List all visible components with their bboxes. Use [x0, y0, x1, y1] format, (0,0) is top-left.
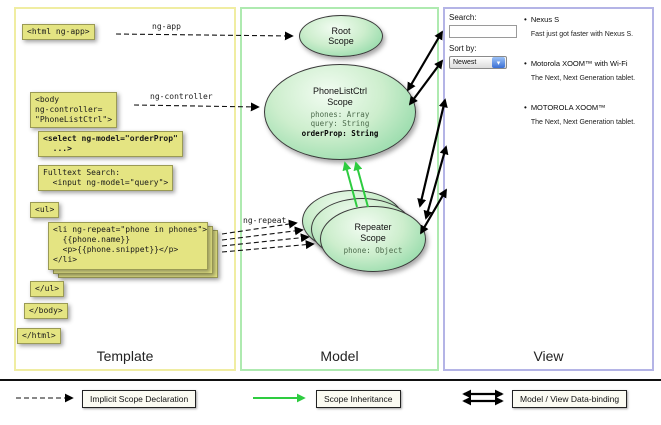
item-title: MOTOROLA XOOM™ — [530, 103, 606, 112]
code-li-repeat: <li ng-repeat="phone in phones"> {{phone… — [48, 222, 208, 270]
phonelistctrl-scope-ellipse: PhoneListCtrl Scope phones: Array query:… — [264, 64, 416, 160]
sort-selected-value: Newest — [453, 59, 477, 66]
code-fulltext-search: Fulltext Search: <input ng-model="query"… — [38, 165, 174, 191]
item-desc: Fast just got faster with Nexus S. — [530, 31, 634, 38]
ng-app-label: ng-app — [152, 22, 181, 31]
code-html-close: </html> — [17, 328, 61, 344]
legend-scope-inheritance-label: Scope Inheritance — [316, 390, 401, 408]
repeater-scope-prop: phone: Object — [343, 246, 403, 256]
view-column-label: View — [533, 348, 564, 364]
code-ul-close: </ul> — [30, 281, 65, 297]
legend-data-binding-label: Model / View Data-binding — [512, 390, 628, 408]
code-select: <select ng-model="orderProp" ...> — [38, 131, 183, 157]
repeater-scope-ellipse: Repeater Scope phone: Object — [320, 206, 426, 272]
root-scope-title: Root Scope — [328, 25, 354, 46]
search-label: Search: — [449, 13, 477, 22]
list-item: • Motorola XOOM™ with Wi-Fi The Next, Ne… — [524, 59, 654, 82]
bullet-icon: • — [524, 103, 527, 112]
ng-repeat-label: ng-repeat — [243, 216, 287, 225]
repeater-scope-title: Repeater Scope — [354, 222, 392, 243]
model-column-label: Model — [320, 348, 359, 364]
model-column: Model — [240, 7, 439, 371]
legend-implicit-scope-label: Implicit Scope Declaration — [82, 390, 197, 408]
bullet-icon: • — [524, 59, 527, 68]
legend-divider — [0, 379, 661, 381]
code-html-open: <html ng-app> — [22, 24, 95, 40]
item-desc: The Next, Next Generation tablet. — [530, 119, 636, 126]
template-column-label: Template — [96, 348, 154, 364]
ng-controller-label: ng-controller — [150, 92, 213, 101]
dropdown-arrow-icon: ▾ — [492, 57, 505, 68]
code-body-close: </body> — [24, 303, 68, 319]
phonelistctrl-scope-orderprop: orderProp: String — [301, 128, 379, 138]
list-item: • MOTOROLA XOOM™ The Next, Next Generati… — [524, 103, 654, 126]
item-title: Nexus S — [530, 15, 560, 24]
phonelistctrl-scope-props: phones: Array query: String — [310, 109, 370, 129]
root-scope-ellipse: Root Scope — [299, 15, 383, 57]
item-title: Motorola XOOM™ with Wi-Fi — [530, 59, 628, 68]
code-ul-open: <ul> — [30, 202, 60, 218]
list-item: • Nexus S Fast just got faster with Nexu… — [524, 15, 654, 38]
bullet-icon: • — [524, 15, 527, 24]
code-body-open: <body ng-controller= "PhoneListCtrl"> — [30, 92, 118, 128]
search-input[interactable] — [449, 25, 517, 38]
sort-label: Sort by: — [449, 44, 477, 53]
phonelistctrl-scope-title: PhoneListCtrl Scope — [312, 86, 368, 107]
sort-select[interactable]: Newest ▾ — [449, 56, 507, 69]
item-desc: The Next, Next Generation tablet. — [530, 75, 636, 82]
